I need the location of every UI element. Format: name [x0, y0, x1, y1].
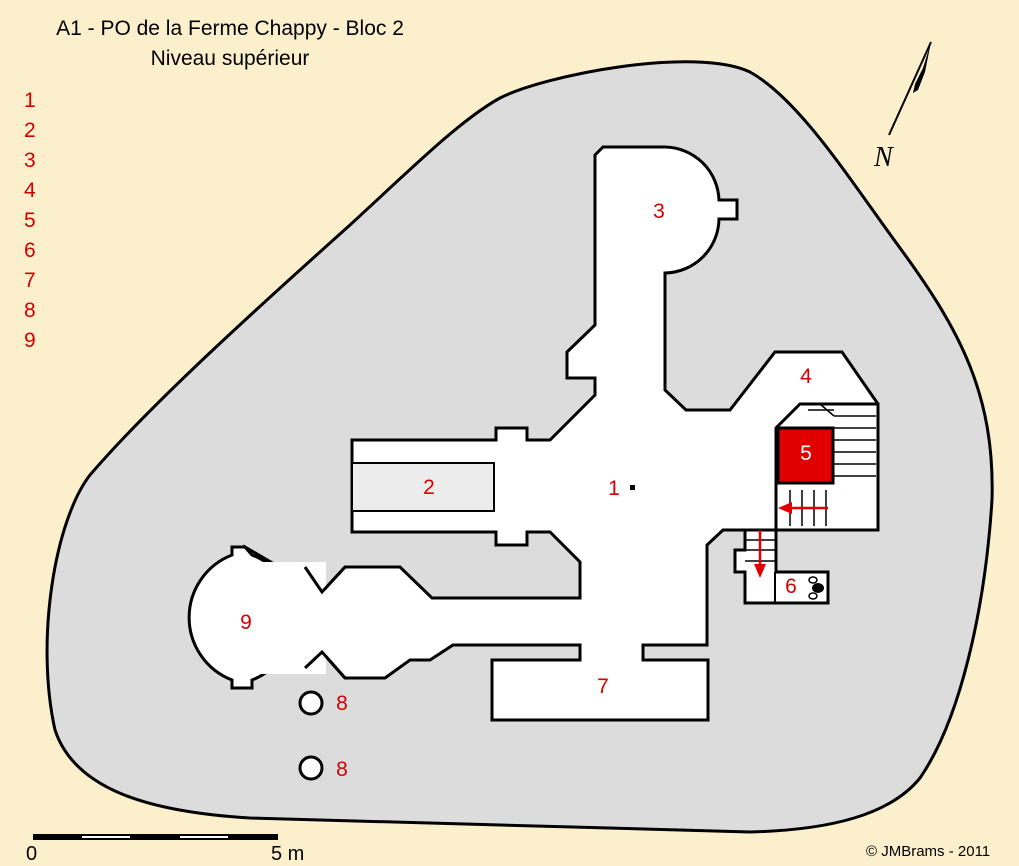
- legend-item: 6: [24, 239, 36, 262]
- well-2: [298, 755, 324, 781]
- room-label-8b: 8: [336, 758, 348, 781]
- legend-item: 1: [24, 89, 36, 112]
- scale-start: 0: [26, 843, 37, 865]
- room-label-6: 6: [785, 575, 797, 598]
- legend-item: 9: [24, 329, 36, 352]
- room-label-3: 3: [653, 200, 665, 223]
- center-marker: [630, 485, 635, 490]
- room-label-8a: 8: [336, 692, 348, 715]
- scale-bar: [33, 834, 278, 840]
- room-label-1: 1: [608, 477, 620, 500]
- room-9-corridor-edge: [303, 565, 347, 679]
- room-label-2: 2: [423, 476, 435, 499]
- title-line-1: A1 - PO de la Ferme Chappy - Bloc 2: [56, 17, 404, 40]
- legend-item: 5: [24, 209, 36, 232]
- room-label-5: 5: [800, 442, 812, 465]
- title-line-2: Niveau supérieur: [150, 47, 310, 70]
- room-label-4: 4: [800, 365, 812, 388]
- north-label: N: [873, 142, 894, 173]
- legend-item: 2: [24, 119, 36, 142]
- legend-item: 4: [24, 179, 36, 202]
- room-label-9: 9: [240, 611, 252, 634]
- arrow-down-head: [754, 564, 766, 578]
- room-5-highlight: [776, 426, 835, 485]
- well-1: [298, 690, 324, 716]
- legend-item: 8: [24, 299, 36, 322]
- copyright: © JMBrams - 2011: [866, 843, 990, 860]
- north-arrow-icon: [888, 41, 932, 136]
- legend-item: 7: [24, 269, 36, 292]
- room-legend: 1 2 3 4 5 6 7 8 9: [24, 86, 36, 356]
- room-2-slot: [351, 462, 495, 512]
- scale-end: 5 m: [271, 843, 304, 865]
- legend-item: 3: [24, 149, 36, 172]
- arrow-left-head: [778, 502, 792, 514]
- room-label-7: 7: [597, 675, 609, 698]
